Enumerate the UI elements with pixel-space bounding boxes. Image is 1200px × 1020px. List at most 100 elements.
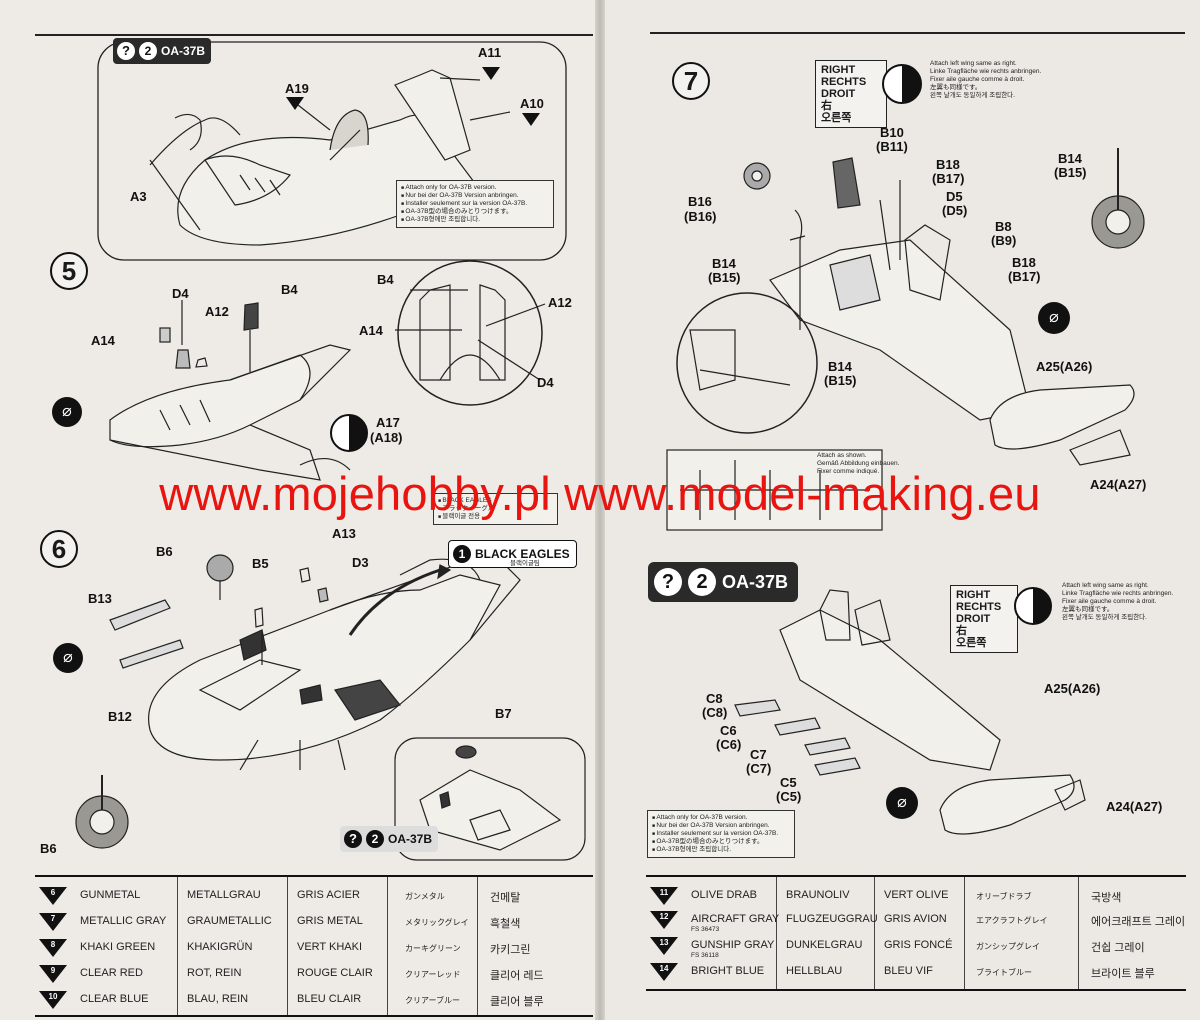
paint-row: 12 AIRCRAFT GRAY FS 36473 FLUGZEUGGRAU G… bbox=[646, 907, 1186, 933]
note-line: BLACK EAGLES bbox=[438, 497, 553, 505]
black-eagles-badge: 1 BLACK EAGLES bbox=[448, 540, 577, 568]
paint-jp: クリアーブルー bbox=[405, 996, 461, 1005]
label-a11: A11 bbox=[478, 45, 502, 60]
label-a12-detail: A12 bbox=[548, 295, 572, 310]
paint-kr: 클리어 블루 bbox=[490, 996, 544, 1008]
paint-row: 13 GUNSHIP GRAY FS 36118 DUNKELGRAU GRIS… bbox=[646, 933, 1186, 959]
badge-question-icon: ? bbox=[344, 830, 362, 848]
right-box-line: RECHTS bbox=[821, 76, 867, 88]
badge-question-icon: ? bbox=[117, 42, 135, 60]
paint-kr: 건메탈 bbox=[490, 892, 521, 904]
paint-de: FLUGZEUGGRAU bbox=[786, 913, 878, 925]
label-b9: (B9) bbox=[991, 233, 1017, 248]
note-line: Fixer aile gauche comme à droit. bbox=[1062, 598, 1157, 605]
note-line: 左翼も同様です。 bbox=[930, 84, 982, 91]
note-line: Installer seulement sur la version OA-37… bbox=[401, 200, 549, 208]
badge-label: OA-37B bbox=[722, 572, 789, 592]
paint-de: METALLGRAU bbox=[187, 889, 261, 901]
paint-en: AIRCRAFT GRAY bbox=[691, 913, 780, 925]
paint-fr: ROUGE CLAIR bbox=[297, 967, 373, 979]
label-d4: D4 bbox=[172, 286, 189, 301]
label-b16: B16 bbox=[688, 194, 712, 209]
note-line: Attach left wing same as right. bbox=[1062, 582, 1149, 589]
note-line: OA-37B型の場合のみとりつけます。 bbox=[652, 838, 790, 846]
label-b4: B4 bbox=[281, 282, 298, 297]
paint-kr: 에어크래프트 그레이 bbox=[1091, 916, 1186, 928]
label-b14-detail: B14 bbox=[828, 359, 852, 374]
note-line: Fixer comme indiqué. bbox=[817, 468, 880, 475]
black-eagles-note: BLACK EAGLES ブラックイーグル 블랙이글 전용 bbox=[433, 493, 558, 525]
paint-number: 8 bbox=[50, 940, 56, 949]
note-line: OA-37B형에만 조립합니다. bbox=[401, 216, 549, 224]
right-box-line: 右 bbox=[956, 625, 967, 637]
watermark-text: www.mojehobby.pl www.model-making.eu bbox=[159, 467, 1041, 520]
paint-en: BRIGHT BLUE bbox=[691, 965, 765, 977]
paint-table-right: 11 OLIVE DRAB BRAUNOLIV VERT OLIVE オリーブド… bbox=[646, 875, 1186, 991]
oa37b-version-badge-top: ? 2 OA-37B bbox=[113, 38, 212, 64]
paint-fr: VERT KHAKI bbox=[297, 941, 363, 953]
note-line: Linke Tragfläche wie rechts anbringen. bbox=[1062, 590, 1174, 597]
right-side-box-oa37b: RIGHT RECHTS DROIT 右 오른쪽 bbox=[950, 585, 1018, 653]
label-d5: D5 bbox=[946, 189, 963, 204]
paint-number: 13 bbox=[659, 938, 669, 947]
badge-label: OA-37B bbox=[388, 832, 433, 846]
attach-left-wing-note: Attach left wing same as right. Linke Tr… bbox=[930, 60, 1041, 100]
note-line: OA-37B형에만 조립합니다. bbox=[652, 846, 790, 854]
paint-table-left: 6 GUNMETAL METALLGRAU GRIS ACIER ガンメタル 건… bbox=[35, 875, 593, 1017]
label-b16b: (B16) bbox=[684, 209, 717, 224]
badge-number: 1 bbox=[453, 545, 471, 563]
paint-row: 10 CLEAR BLUE BLAU, REIN BLEU CLAIR クリアー… bbox=[35, 987, 593, 1013]
step-7-number: 7 bbox=[672, 62, 710, 100]
paint-fr: VERT OLIVE bbox=[884, 889, 949, 901]
right-box-line: RIGHT bbox=[956, 589, 991, 601]
paint-fr: BLEU CLAIR bbox=[297, 993, 362, 1005]
paint-row: 8 KHAKI GREEN KHAKIGRÜN VERT KHAKI カーキグリ… bbox=[35, 935, 593, 961]
label-b14-wheel: B14 bbox=[1058, 151, 1082, 166]
note-line: Installer seulement sur la version OA-37… bbox=[652, 830, 790, 838]
label-b6: B6 bbox=[156, 544, 173, 559]
note-line: 左翼も同様です。 bbox=[1062, 606, 1114, 613]
label-b17: (B17) bbox=[932, 171, 965, 186]
paint-en: GUNSHIP GRAY bbox=[691, 939, 775, 951]
label-a10: A10 bbox=[520, 96, 544, 111]
paint-kr: 카키그린 bbox=[490, 944, 531, 956]
note-line: 블랙이글 전용 bbox=[438, 513, 553, 521]
paint-jp: カーキグリーン bbox=[405, 944, 461, 953]
note-line: Attach only for OA-37B version. bbox=[652, 814, 790, 822]
label-a25: A25(A26) bbox=[1036, 359, 1093, 374]
right-box-line: DROIT bbox=[821, 88, 856, 100]
label-a17: A17 bbox=[376, 415, 400, 430]
cement-icon: ⌀ bbox=[1038, 302, 1070, 334]
label-a24-oa37b: A24(A27) bbox=[1106, 799, 1163, 814]
label-a24: A24(A27) bbox=[1090, 477, 1147, 492]
paint-de: BLAU, REIN bbox=[187, 993, 249, 1005]
label-a13: A13 bbox=[332, 526, 356, 541]
oa37b-note-right: Attach only for OA-37B version. Nur bei … bbox=[647, 810, 795, 858]
paint-kr: 건쉽 그레이 bbox=[1091, 942, 1145, 954]
badge-label: OA-37B bbox=[161, 44, 206, 58]
label-b7: B7 bbox=[495, 706, 512, 721]
label-a14-detail: A14 bbox=[359, 323, 383, 338]
attach-left-wing-note-oa37b: Attach left wing same as right. Linke Tr… bbox=[1062, 582, 1173, 622]
label-b5: B5 bbox=[252, 556, 269, 571]
paint-jp: ブライトブルー bbox=[976, 968, 1032, 977]
label-c5: C5 bbox=[780, 775, 797, 790]
paint-fs-code: FS 36118 bbox=[691, 952, 719, 959]
label-b4-detail: B4 bbox=[377, 272, 394, 287]
paint-number: 9 bbox=[50, 966, 56, 975]
paint-en: CLEAR BLUE bbox=[80, 993, 149, 1005]
label-b18b: B18 bbox=[1012, 255, 1036, 270]
label-b18: B18 bbox=[936, 157, 960, 172]
label-d4-detail: D4 bbox=[537, 375, 554, 390]
note-line: OA-37B型の場合のみとりつけます。 bbox=[401, 208, 549, 216]
paint-row: 7 METALLIC GRAY GRAUMETALLIC GRIS METAL … bbox=[35, 909, 593, 935]
right-side-icon bbox=[1014, 587, 1052, 625]
right-box-line: DROIT bbox=[956, 613, 991, 625]
paint-fr: GRIS METAL bbox=[297, 915, 363, 927]
paint-jp: オリーブドラブ bbox=[976, 892, 1032, 901]
paint-de: BRAUNOLIV bbox=[786, 889, 850, 901]
label-c6: C6 bbox=[720, 723, 737, 738]
oa37b-version-badge-step6: ? 2 OA-37B bbox=[340, 826, 439, 852]
paint-fr: GRIS AVION bbox=[884, 913, 947, 925]
paint-jp: エアクラフトグレイ bbox=[976, 916, 1048, 925]
